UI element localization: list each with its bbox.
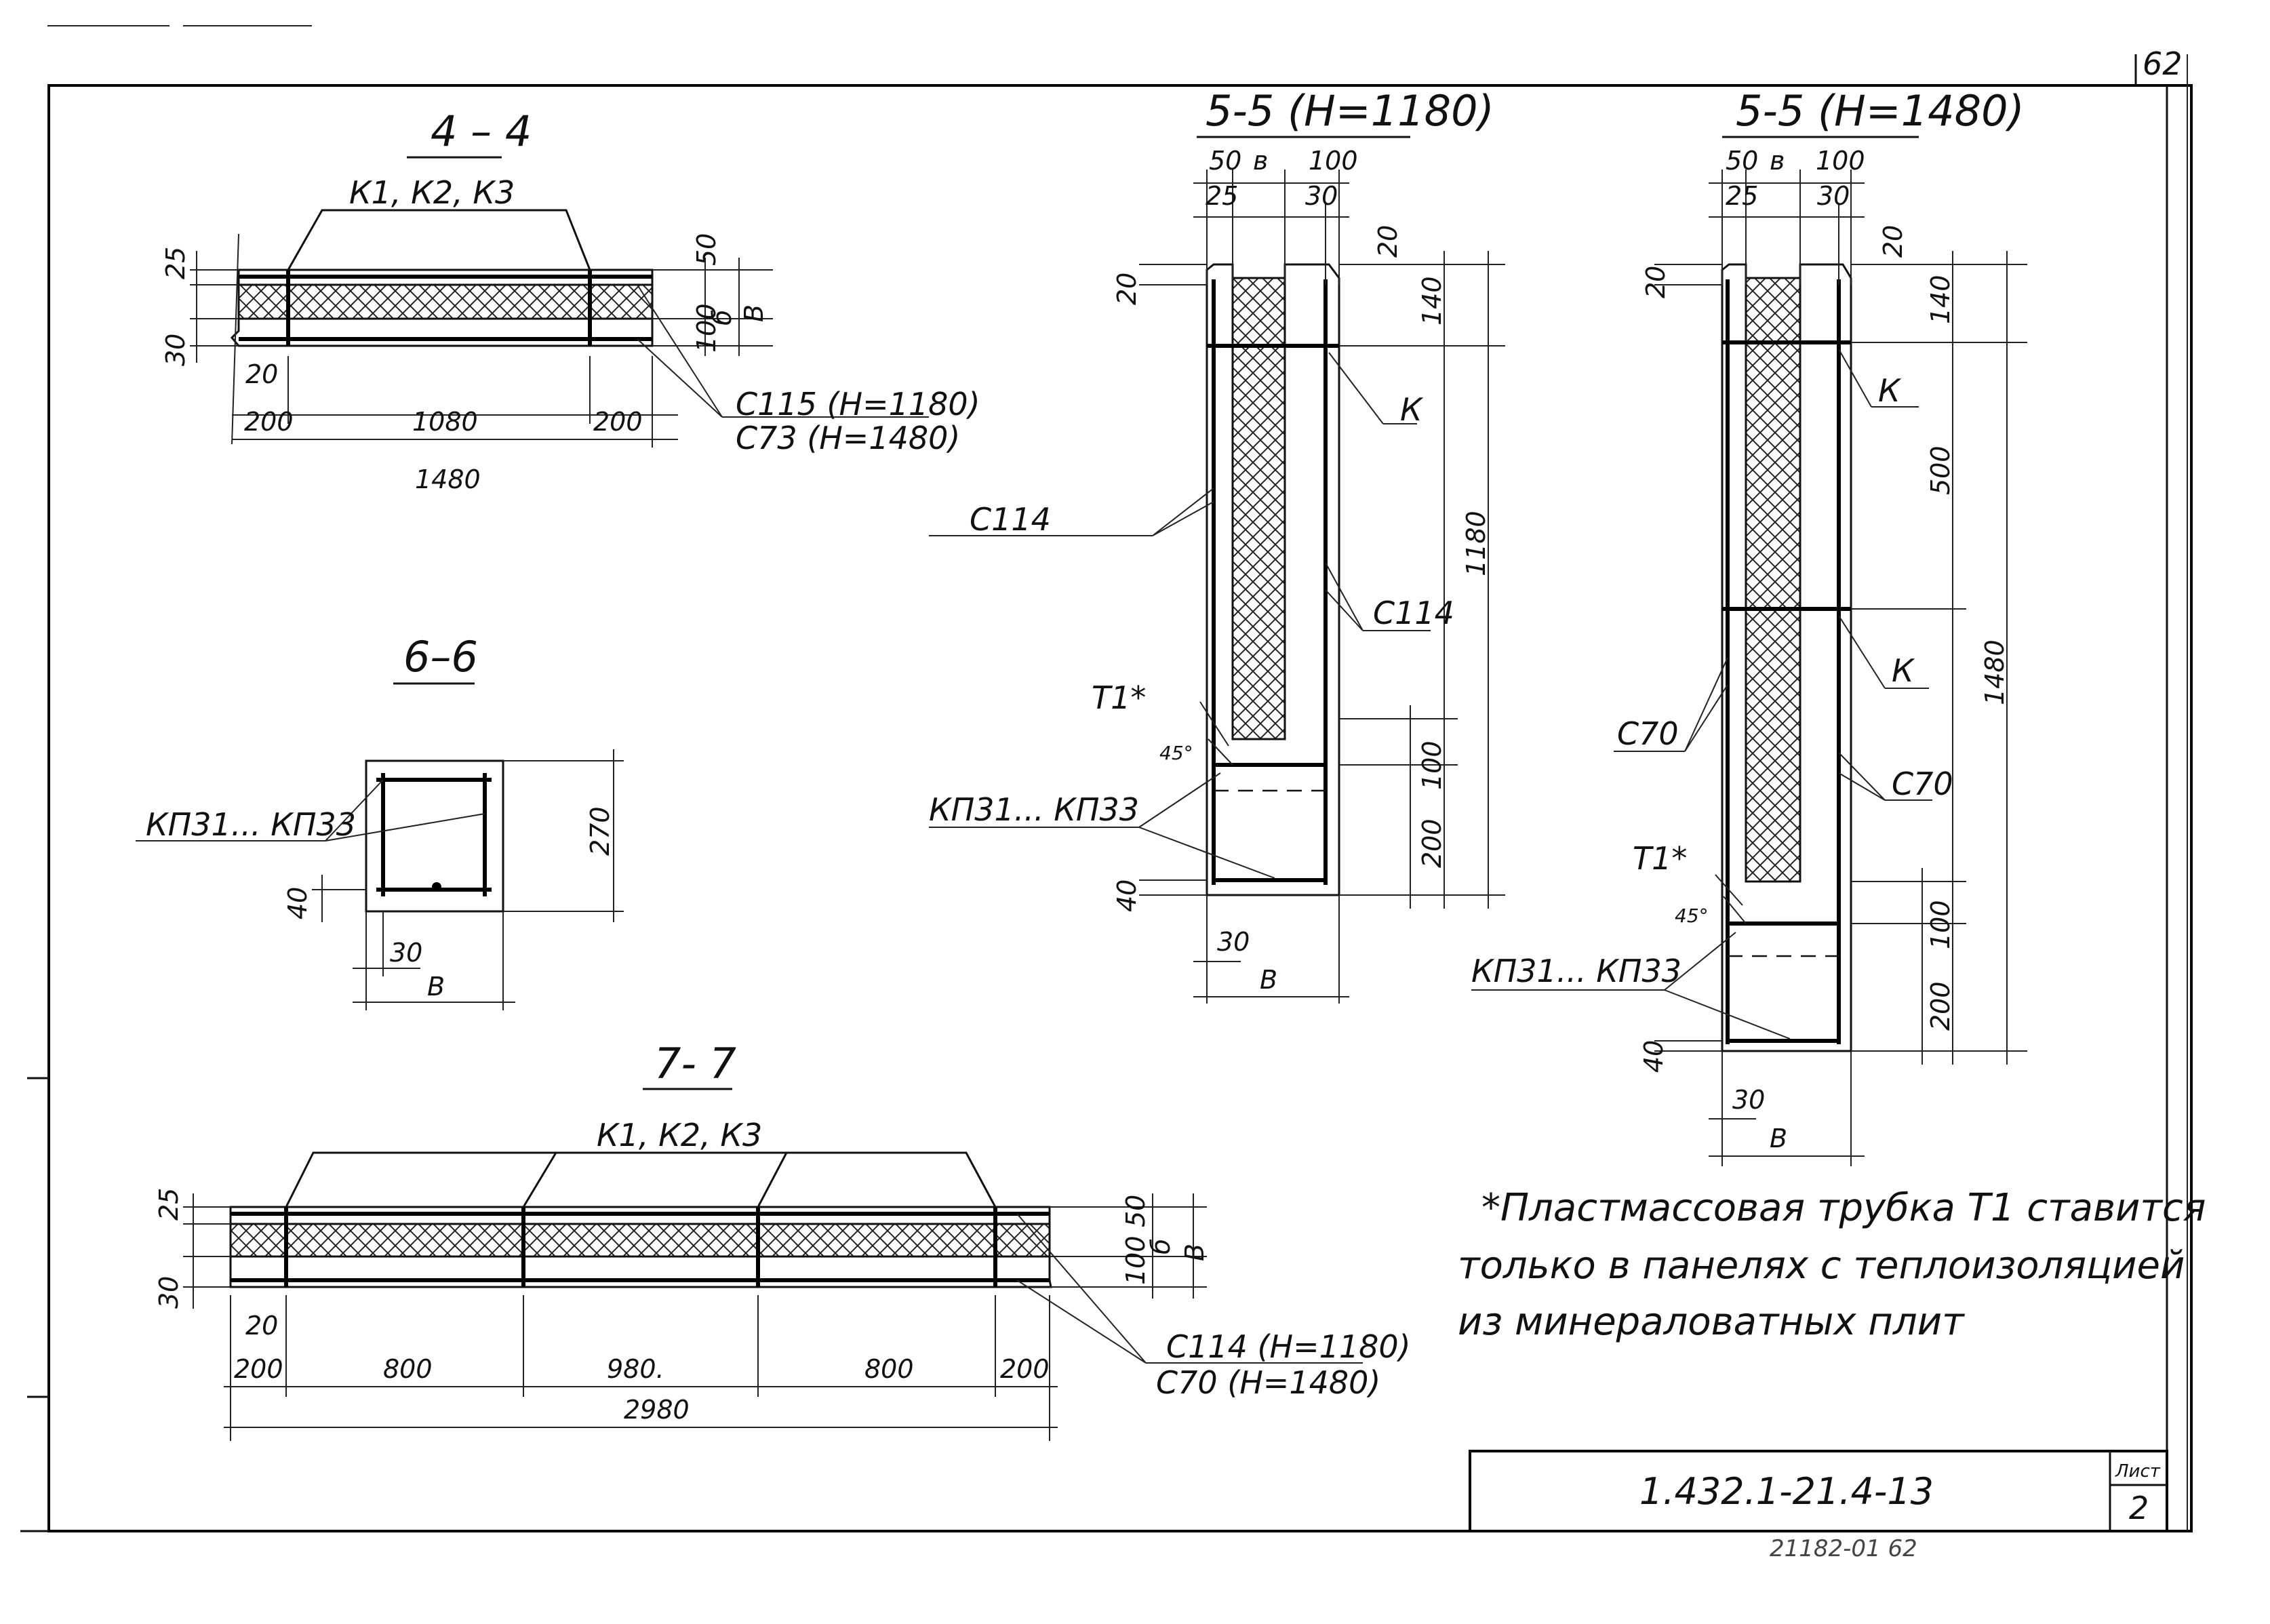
s77-callout-c70: С70 (Н=1480)	[1156, 1364, 1380, 1401]
s55a-label-t1: Т1*	[1092, 679, 1146, 716]
page-number: 62	[2143, 45, 2183, 82]
s55a-dim-30-bottom: 30	[1217, 927, 1250, 957]
s44-dim-30: 30	[161, 334, 191, 366]
document-code: 1.432.1-21.4-13	[1639, 1470, 1934, 1513]
s77-dim-200-b: 200	[1000, 1354, 1050, 1384]
section-4-4-mesh: К1, К2, К3	[349, 174, 515, 211]
s77-dim-2980: 2980	[624, 1395, 690, 1425]
sheet-number: 2	[2129, 1490, 2149, 1526]
s55b-dim-500: 500	[1926, 445, 1955, 495]
s55b-dim-B: В	[1770, 1124, 1787, 1153]
s44-dim-25: 25	[161, 247, 191, 279]
s55b-label-angle: 45°	[1675, 905, 1709, 927]
s55b-label-c70-right: С70	[1892, 766, 1953, 802]
s44-callout-c115: С115 (Н=1180)	[736, 386, 980, 422]
section-5-5-1180: 5-5 (Н=1180)	[929, 86, 1505, 1004]
s55b-dim-20-right: 20	[1878, 225, 1908, 258]
s66-dim-40: 40	[283, 887, 313, 919]
note-line-3: из минераловатных плит	[1458, 1300, 1965, 1344]
s55b-label-t1: Т1*	[1633, 840, 1687, 877]
s55b-label-kp: КП31... КП33	[1471, 953, 1681, 989]
bottom-stamp: 21182-01 62	[1770, 1535, 1917, 1562]
s77-dim-100: 100	[1121, 1235, 1151, 1285]
s44-dim-20: 20	[245, 359, 278, 389]
s55a-label-kp: КП31... КП33	[929, 791, 1139, 828]
s55a-dim-30: 30	[1305, 181, 1338, 211]
s66-callout-kp: КП31... КП33	[146, 806, 356, 843]
s55b-dim-140: 140	[1926, 275, 1955, 324]
s55a-label-c114-left: С114	[970, 501, 1051, 538]
s55a-label-angle: 45°	[1159, 742, 1193, 764]
s55b-dim-20-left: 20	[1641, 266, 1671, 298]
s55a-dim-B: В	[1260, 965, 1277, 995]
s55a-dim-20-right: 20	[1373, 225, 1403, 258]
s77-dim-30: 30	[154, 1276, 184, 1309]
section-7-7-title: 7- 7	[654, 1039, 736, 1088]
note-line-1: *Пластмассовая трубка Т1 ставится	[1481, 1186, 2206, 1230]
s44-dim-200-right: 200	[593, 407, 643, 437]
s55b-dim-100-lower: 100	[1926, 900, 1955, 949]
s77-dim-800-b: 800	[864, 1354, 914, 1384]
sheet-label: Лист	[2115, 1461, 2161, 1482]
s55a-dim-100-lower: 100	[1417, 740, 1447, 790]
s44-callout-c73: С73 (Н=1480)	[736, 420, 960, 456]
s66-dim-B: В	[427, 972, 445, 1002]
s44-dim-50: 50	[692, 233, 721, 266]
section-5-5-1480-title: 5-5 (Н=1480)	[1736, 86, 2025, 136]
section-5-5-1480: 5-5 (Н=1480)	[1471, 86, 2027, 1166]
s55b-dim-40: 40	[1639, 1040, 1669, 1073]
note-line-2: только в панелях с теплоизоляцией	[1458, 1244, 2185, 1288]
s55a-dim-200: 200	[1417, 818, 1447, 868]
s77-dim-980: 980.	[607, 1354, 664, 1384]
s55a-dim-50: 50	[1209, 146, 1241, 176]
s55b-dim-100: 100	[1816, 146, 1865, 176]
s77-callout-c114: С114 (Н=1180)	[1166, 1328, 1411, 1365]
section-7-7-mesh: К1, К2, К3	[597, 1117, 762, 1153]
s44-dim-100: 100	[692, 303, 721, 353]
section-4-4: 4 – 4	[190, 106, 929, 448]
s55a-dim-40: 40	[1112, 879, 1142, 912]
s77-dim-200-a: 200	[234, 1354, 283, 1384]
s55b-dim-b: в	[1770, 146, 1785, 176]
s66-dim-270: 270	[585, 806, 615, 856]
s55a-label-k: К	[1400, 391, 1424, 428]
s55b-label-k-lower: К	[1892, 652, 1915, 689]
s55b-dim-50: 50	[1726, 146, 1758, 176]
s55a-dim-b: в	[1253, 146, 1268, 176]
s55a-dim-20-left: 20	[1112, 273, 1142, 305]
s77-dim-50: 50	[1121, 1195, 1151, 1227]
s55a-dim-100: 100	[1309, 146, 1358, 176]
s44-dim-b-small: б	[707, 310, 737, 325]
s44-dim-B: В	[739, 304, 769, 322]
s55b-dim-1480: 1480	[1980, 639, 2010, 705]
s44-dim-200-left: 200	[244, 407, 294, 437]
s55a-label-c114-right: С114	[1373, 595, 1454, 631]
s77-dim-800-a: 800	[383, 1354, 433, 1384]
s55b-dim-25: 25	[1726, 181, 1758, 211]
sheet-frame	[20, 25, 2193, 1532]
title-block	[1469, 1450, 2168, 1532]
s55a-dim-1180: 1180	[1461, 511, 1491, 576]
s55b-dim-30-bottom: 30	[1732, 1085, 1765, 1115]
s44-dim-1480: 1480	[415, 464, 481, 494]
section-4-4-title: 4 – 4	[431, 106, 532, 156]
s55a-dim-25: 25	[1206, 181, 1238, 211]
section-6-6-title: 6–6	[403, 632, 478, 681]
s55b-dim-200: 200	[1926, 981, 1955, 1031]
section-6-6: 6–6	[136, 632, 624, 1010]
s55b-label-c70-left: С70	[1617, 715, 1679, 752]
s77-dim-20: 20	[245, 1311, 278, 1341]
s55b-label-k-upper: К	[1878, 372, 1902, 409]
s55a-dim-140: 140	[1417, 276, 1447, 325]
section-5-5-1180-title: 5-5 (Н=1180)	[1206, 86, 1494, 136]
s77-dim-B: В	[1180, 1244, 1210, 1261]
s77-dim-b-small: б	[1146, 1239, 1176, 1254]
s77-dim-25: 25	[154, 1188, 184, 1221]
s55b-dim-30: 30	[1817, 181, 1850, 211]
s66-dim-30: 30	[390, 938, 422, 968]
section-7-7: 7- 7	[183, 1039, 1363, 1441]
s44-dim-1080: 1080	[412, 407, 478, 437]
